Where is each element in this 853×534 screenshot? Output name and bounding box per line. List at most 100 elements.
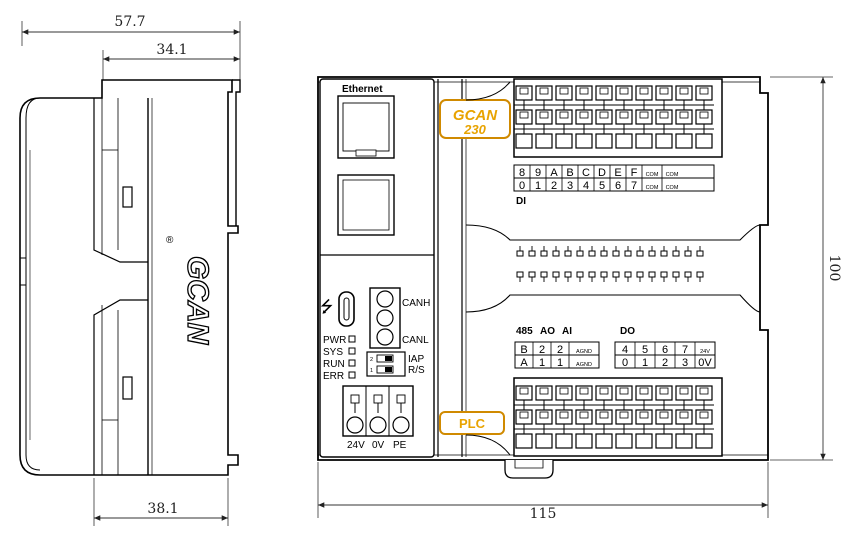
dimension-inner-depth: 34.1 xyxy=(156,42,187,58)
io-led xyxy=(696,250,704,257)
terminal-label: E xyxy=(614,167,621,179)
terminal-label: B xyxy=(566,167,573,179)
plc-label: PLC xyxy=(459,416,486,431)
io-led xyxy=(696,271,704,278)
front-logo: GCAN xyxy=(453,107,498,124)
led-label-sys: SYS xyxy=(323,347,343,358)
terminal-cage xyxy=(595,433,613,449)
io-led xyxy=(516,271,524,278)
side-body-outline xyxy=(19,79,239,476)
canh-label: CANH xyxy=(402,298,430,309)
terminal-cage xyxy=(515,433,533,449)
io-led xyxy=(660,271,668,278)
analog-header-ai: AI xyxy=(562,326,572,337)
terminal-cage xyxy=(615,133,633,149)
iap-label: IAP xyxy=(408,354,424,365)
terminal-label: 2 xyxy=(551,180,557,192)
terminal-cage xyxy=(575,433,593,449)
terminal-label: COM xyxy=(646,185,659,191)
led-label-pwr: PWR xyxy=(323,335,346,346)
dimension-overall-depth: 57.7 xyxy=(114,14,145,30)
io-led xyxy=(600,250,608,257)
io-led xyxy=(600,271,608,278)
terminal-label: 1 xyxy=(642,357,648,369)
terminal-cage xyxy=(695,433,713,449)
terminal-cage xyxy=(635,133,653,149)
io-led xyxy=(528,250,536,257)
terminal-label: COM xyxy=(666,185,679,191)
terminal-cage xyxy=(655,133,673,149)
dimension-base-depth: 38.1 xyxy=(147,501,178,517)
di-title: DI xyxy=(516,196,526,207)
terminal-label: 1 xyxy=(535,180,541,192)
side-logo: GCAN xyxy=(180,255,214,346)
led-label-err: ERR xyxy=(323,371,344,382)
terminal-label: F xyxy=(631,167,638,179)
status-leds: PWR SYS RUN ERR xyxy=(323,335,356,382)
terminal-cage xyxy=(675,133,693,149)
terminal-label: AGND xyxy=(576,349,592,355)
terminal-label: 8 xyxy=(519,167,525,179)
dimension-width: 115 xyxy=(530,506,557,522)
side-latch-top xyxy=(122,186,133,208)
io-led xyxy=(624,271,632,278)
terminal-label: 4 xyxy=(622,344,628,356)
dimension-height: 100 xyxy=(826,255,842,282)
terminal-label: 4 xyxy=(583,180,589,192)
io-led-row-bottom xyxy=(516,271,704,282)
terminal-cage xyxy=(555,133,573,149)
terminal-label: COM xyxy=(666,172,679,178)
terminal-label: D xyxy=(598,167,606,179)
do-title: DO xyxy=(620,326,635,337)
canl-label: CANL xyxy=(402,335,429,346)
terminal-cage xyxy=(555,433,573,449)
din-clip xyxy=(504,460,554,479)
rs-label: R/S xyxy=(408,365,425,376)
terminal-label: 5 xyxy=(642,344,648,356)
io-led xyxy=(540,250,548,257)
analog-header-ao: AO xyxy=(540,326,555,337)
io-led xyxy=(516,250,524,257)
power-label-pe: PE xyxy=(393,440,407,451)
terminal-cage xyxy=(535,133,553,149)
terminal-label: 24V xyxy=(700,349,710,355)
io-led xyxy=(612,250,620,257)
ethernet-label: Ethernet xyxy=(342,84,383,95)
terminal-cage xyxy=(655,433,673,449)
terminal-label: 3 xyxy=(567,180,573,192)
usb-icon: ⭍ xyxy=(320,297,333,316)
io-led xyxy=(660,250,668,257)
terminal-label: 0 xyxy=(622,357,628,369)
terminal-cage xyxy=(635,433,653,449)
io-led xyxy=(672,250,680,257)
io-led xyxy=(684,271,692,278)
registered-mark: ® xyxy=(166,235,174,246)
io-led xyxy=(576,250,584,257)
io-led xyxy=(564,271,572,278)
side-view: 57.7 34.1 GCAN ® xyxy=(19,14,241,526)
io-led-row-top xyxy=(516,246,704,257)
terminal-label: 5 xyxy=(599,180,605,192)
io-led xyxy=(636,250,644,257)
front-view: Ethernet ⭍ CANH CANL PWR SYS RUN ERR xyxy=(317,76,842,522)
analog-header-485: 485 xyxy=(516,326,533,337)
do-terminal-cages xyxy=(514,385,714,449)
terminal-label: AGND xyxy=(576,362,592,368)
io-led xyxy=(588,250,596,257)
terminal-label: 2 xyxy=(662,357,668,369)
terminal-label: 7 xyxy=(631,180,637,192)
io-led xyxy=(612,271,620,278)
terminal-cage xyxy=(615,433,633,449)
terminal-cage xyxy=(595,133,613,149)
terminal-label: 1 xyxy=(557,357,563,369)
terminal-label: 7 xyxy=(682,344,688,356)
io-led xyxy=(624,250,632,257)
io-led xyxy=(636,271,644,278)
terminal-label: A xyxy=(550,167,558,179)
terminal-cage xyxy=(695,133,713,149)
svg-text:GCAN: GCAN xyxy=(181,256,214,346)
io-led xyxy=(684,250,692,257)
